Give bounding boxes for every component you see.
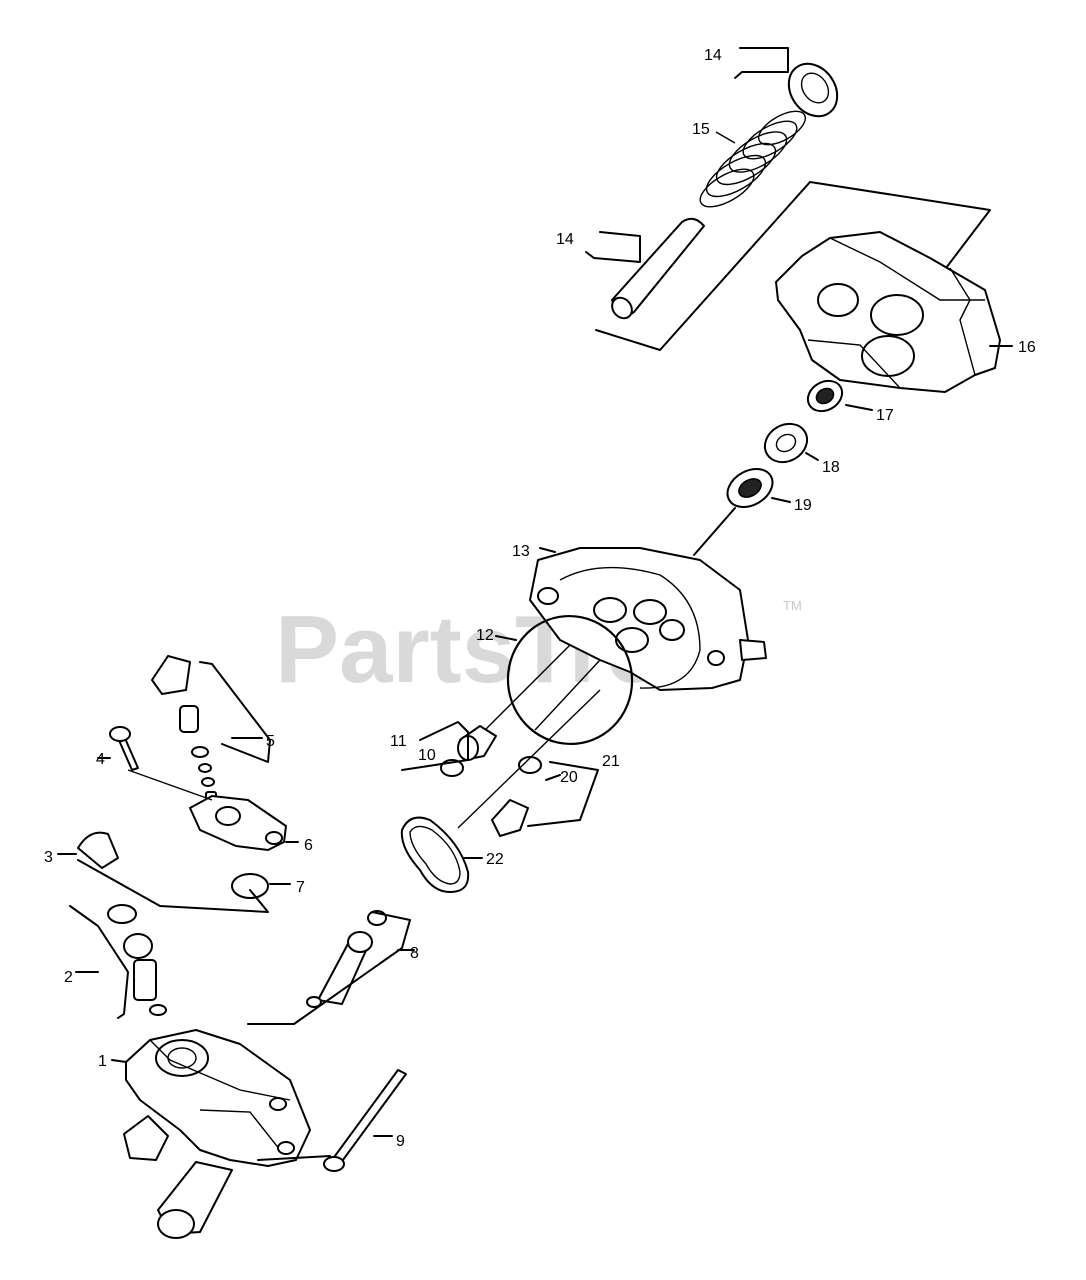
callout-19: 19: [794, 497, 812, 514]
callout-14-pin: 14: [556, 231, 574, 248]
part-7-oring: [77, 769, 291, 913]
part-2-spring-valve: [69, 905, 167, 1019]
callout-21: 21: [602, 753, 620, 770]
watermark-tm: TM: [783, 598, 802, 613]
part-3-cup: [57, 831, 137, 924]
part-1-pump-body: [111, 1029, 311, 1239]
callout-labels: 1 2 3 4 5 6 7 8 9 10 11 12 13 14 14 15 1…: [44, 47, 1036, 1150]
callout-6: 6: [304, 837, 313, 854]
callout-13: 13: [512, 543, 530, 560]
callout-4: 4: [96, 751, 105, 768]
part-22-gasket: [400, 689, 601, 893]
part-16-pump-head: [775, 231, 1013, 393]
part-5-valve-stack: [151, 655, 271, 813]
part-6-housing: [189, 795, 299, 851]
part-8-piston: [247, 910, 415, 1025]
part-12-oring: [484, 614, 634, 746]
callout-2: 2: [64, 969, 73, 986]
part-19-seal: [693, 468, 791, 556]
part-14-cap: [734, 47, 839, 118]
part-9-bolt: [257, 1069, 407, 1172]
part-21-valve: [491, 756, 599, 837]
callout-10: 10: [418, 747, 436, 764]
part-14-pin: [585, 181, 991, 351]
callout-8: 8: [410, 945, 419, 962]
part-11-valve: [401, 721, 497, 777]
part-4-screw: [97, 726, 139, 771]
callout-3: 3: [44, 849, 53, 866]
callout-18: 18: [822, 459, 840, 476]
callout-11: 11: [390, 733, 407, 750]
part-13-manifold: [529, 547, 767, 691]
callout-7: 7: [296, 879, 305, 896]
callout-22: 22: [486, 851, 504, 868]
callout-20: 20: [560, 769, 578, 786]
callout-17: 17: [876, 407, 894, 424]
callout-9: 9: [396, 1133, 405, 1150]
callout-5: 5: [266, 733, 275, 750]
callout-15: 15: [692, 121, 710, 138]
part-15-spring: [699, 110, 807, 208]
part-17-seal: [806, 379, 873, 413]
callout-1: 1: [98, 1053, 107, 1070]
callout-16: 16: [1018, 339, 1036, 356]
callout-12: 12: [476, 627, 494, 644]
callout-14-top: 14: [704, 47, 722, 64]
part-18-washer: [763, 422, 819, 464]
